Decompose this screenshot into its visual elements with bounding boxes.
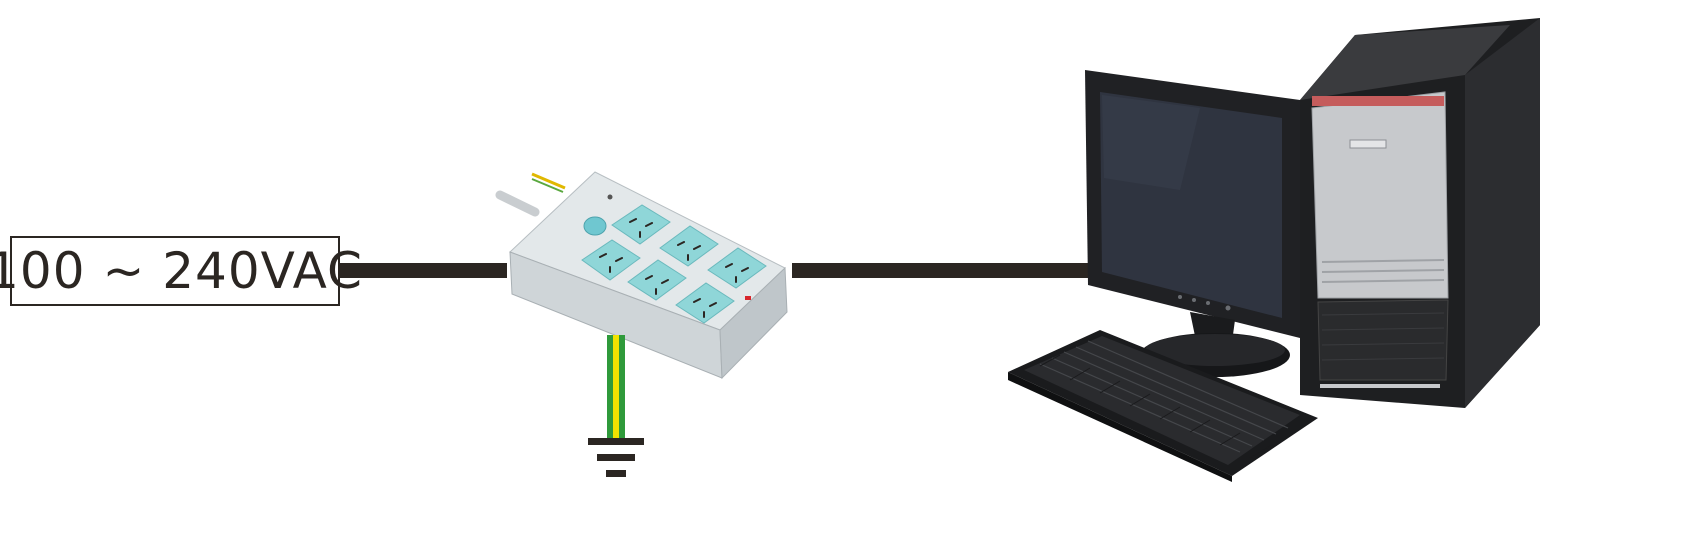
power-strip [495, 171, 788, 380]
switch-button [583, 216, 607, 236]
ground-symbol [588, 438, 644, 477]
computer-monitor [1085, 70, 1300, 377]
keyboard [1008, 330, 1318, 482]
socket [581, 204, 767, 324]
input-cable [340, 263, 507, 278]
voltage-label: 100 ~ 240VAC [0, 236, 362, 306]
desktop-computer [1008, 18, 1540, 482]
ground-wire [607, 335, 625, 440]
output-cable [792, 263, 1090, 278]
computer-tower [1300, 18, 1540, 408]
